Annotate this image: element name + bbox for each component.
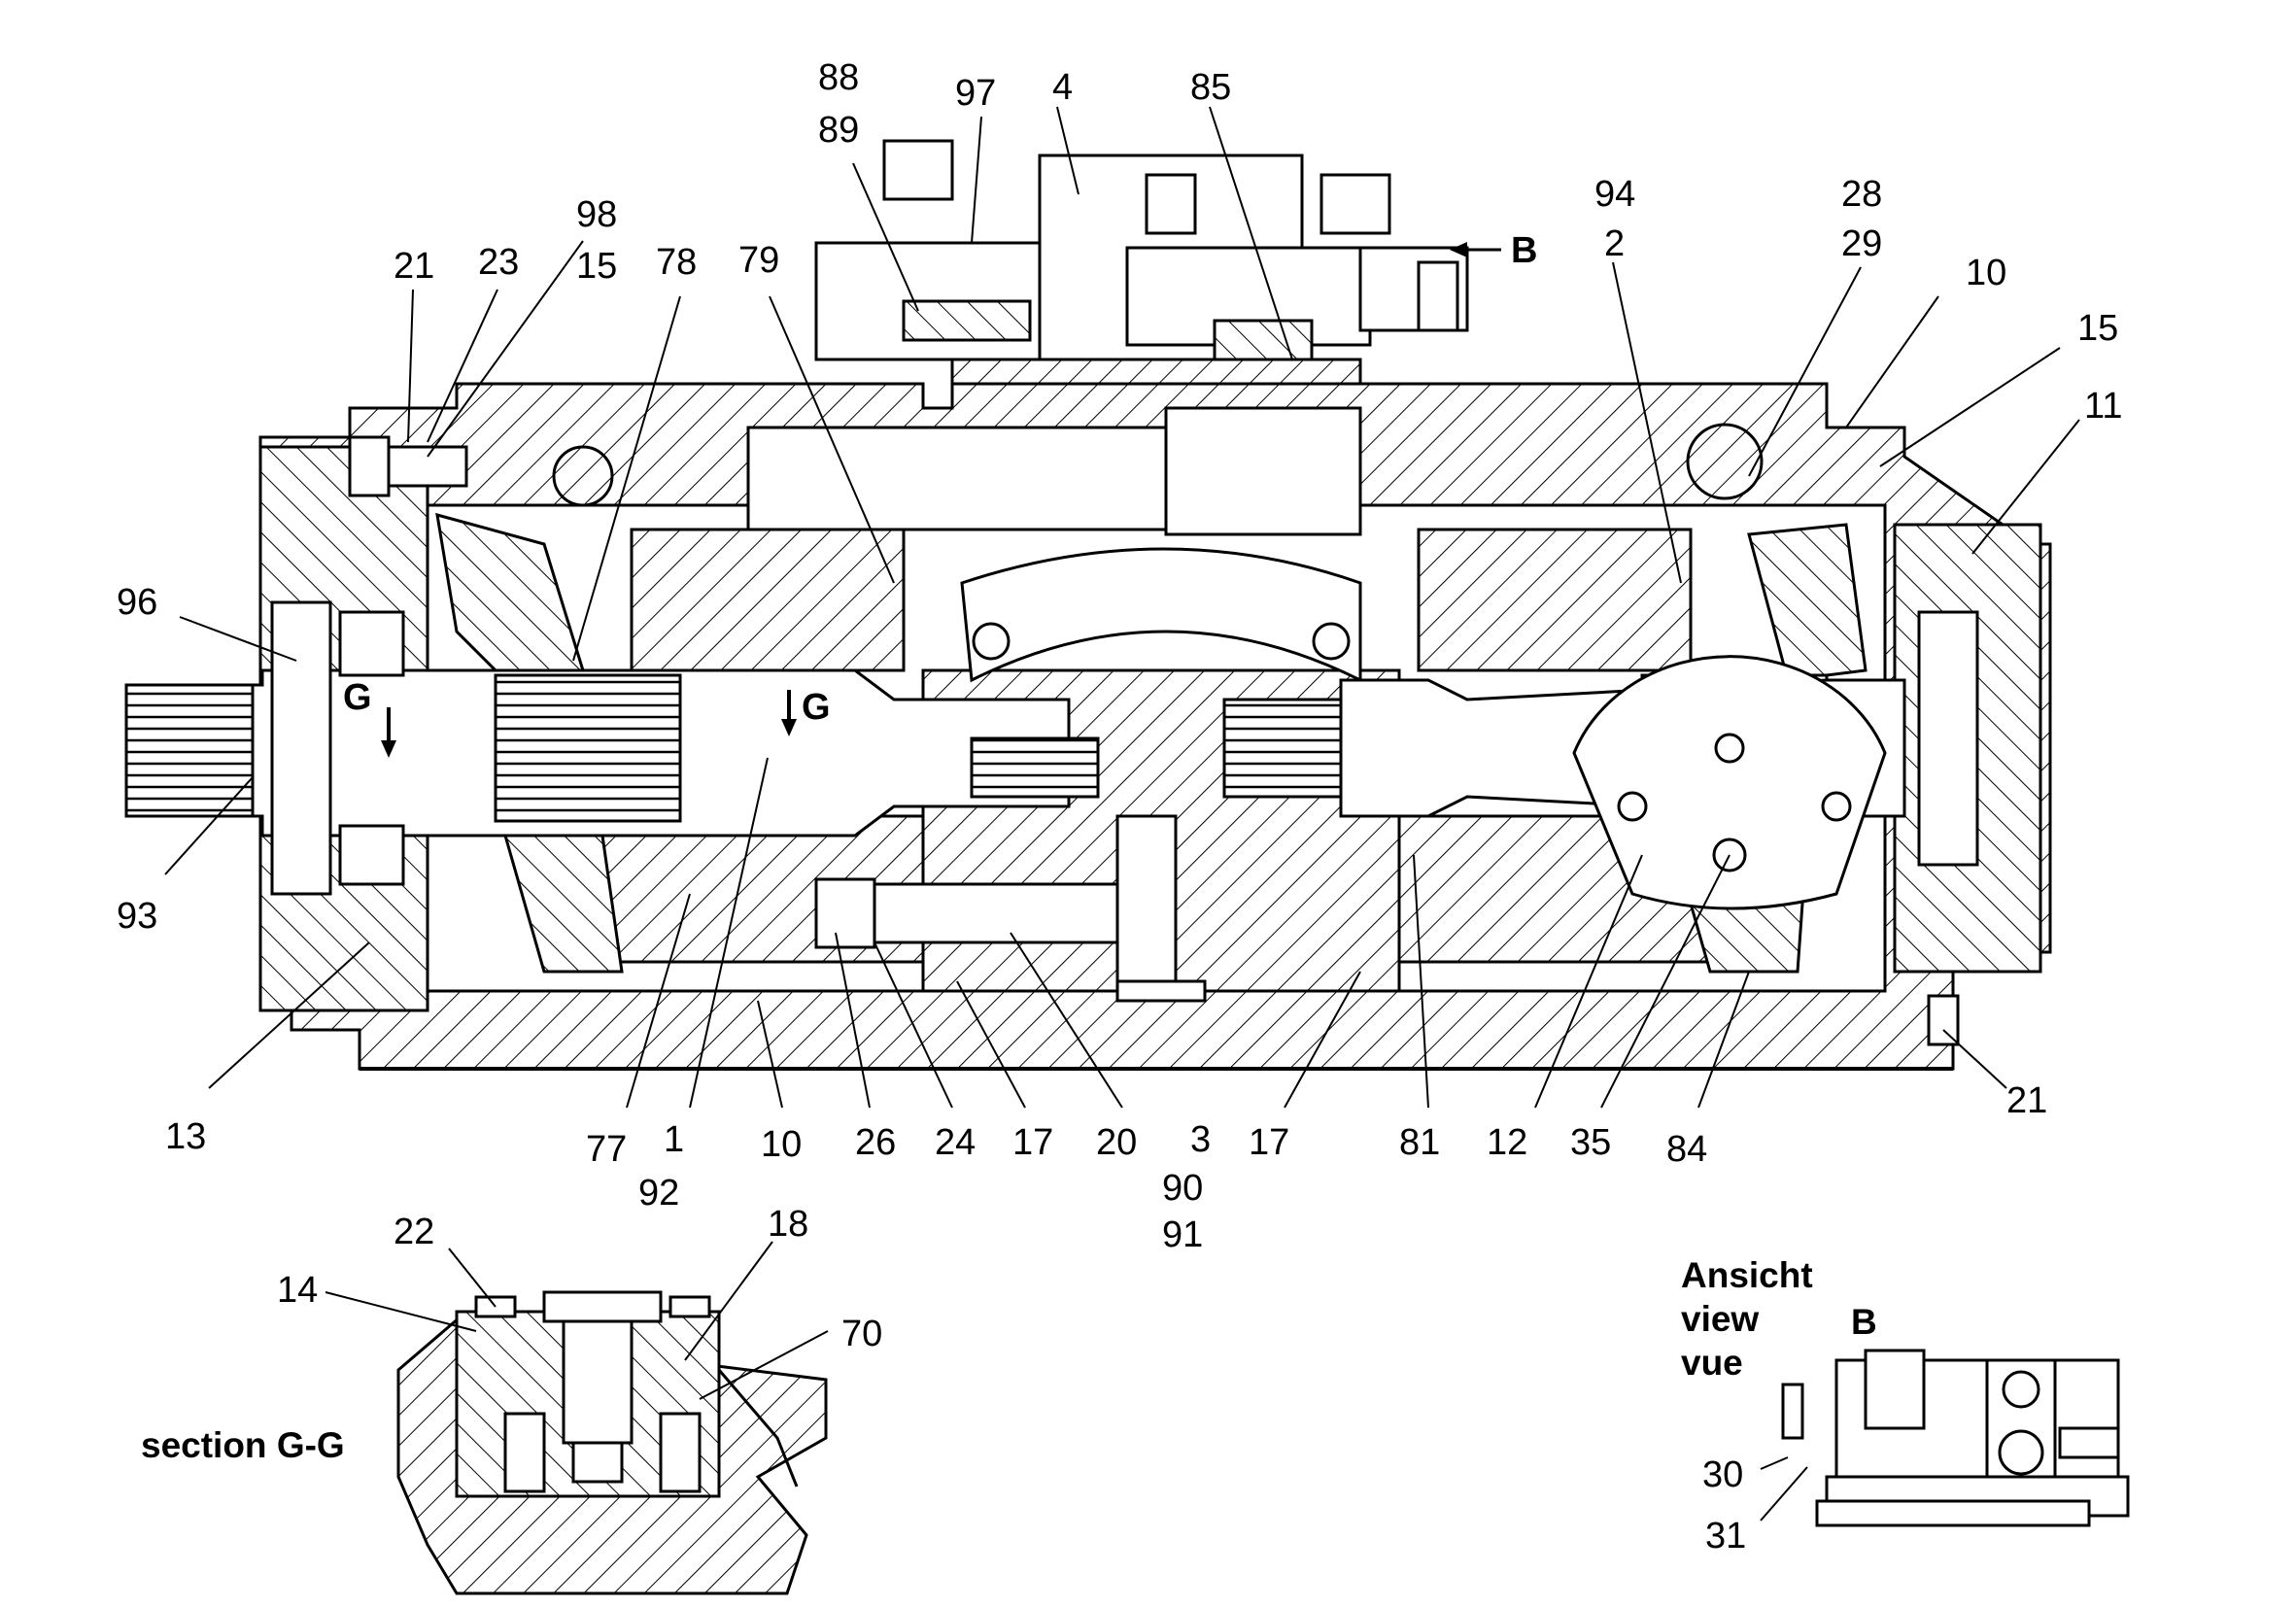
label-17-left: 17 [1012, 1122, 1053, 1163]
label-94: 94 [1594, 174, 1635, 215]
label-11: 11 [2084, 386, 2122, 427]
disc-bolt-3 [1714, 733, 1745, 764]
view-b-line3: vue [1681, 1343, 1743, 1383]
gg-spring-left [503, 1412, 546, 1493]
label-28: 28 [1841, 174, 1882, 215]
label-88: 88 [818, 57, 859, 98]
label-15-top: 15 [576, 246, 617, 287]
label-98: 98 [576, 194, 617, 235]
label-22: 22 [394, 1212, 434, 1252]
label-23: 23 [478, 242, 519, 283]
nut-26 [814, 877, 876, 949]
label-97: 97 [955, 73, 996, 114]
plug-3-foot [1115, 979, 1207, 1003]
shaft-seal-96 [270, 600, 332, 896]
label-17-right: 17 [1249, 1122, 1289, 1163]
swash-plate-right [1747, 523, 1868, 682]
plug-21-right [1927, 994, 1960, 1046]
label-21-top: 21 [394, 246, 434, 287]
arrow-b-label: B [1511, 230, 1537, 271]
label-4: 4 [1052, 67, 1073, 108]
label-1: 1 [664, 1119, 684, 1160]
label-20: 20 [1096, 1122, 1137, 1163]
disc-bolt-4 [1712, 838, 1747, 872]
label-24: 24 [935, 1122, 976, 1163]
plug-3 [1115, 814, 1178, 988]
label-77: 77 [586, 1129, 627, 1170]
label-3: 3 [1190, 1119, 1211, 1160]
servo-pin-left [552, 445, 614, 507]
label-91: 91 [1162, 1214, 1203, 1255]
coupling-spline-left [970, 736, 1100, 799]
yoke-hole-right [1312, 622, 1351, 661]
bearing-left-bottom [338, 824, 405, 886]
center-yoke [960, 547, 1362, 683]
plug-21-left [348, 435, 391, 497]
bolt-20 [834, 882, 1139, 944]
view-b-line1: Ansicht [1681, 1255, 1813, 1295]
label-89: 89 [818, 110, 859, 151]
input-shaft-stub [124, 683, 255, 818]
yoke-hole-left [972, 622, 1011, 661]
label-10-bottom: 10 [761, 1124, 802, 1165]
leader-lines [164, 106, 2080, 1109]
label-81: 81 [1399, 1122, 1440, 1163]
label-35: 35 [1570, 1122, 1611, 1163]
label-29: 29 [1841, 223, 1882, 264]
main-section-view [124, 139, 2052, 1071]
shaft-spline-left [494, 673, 682, 823]
label-10-top: 10 [1966, 253, 2006, 293]
label-84: 84 [1666, 1129, 1707, 1170]
label-21-right: 21 [2006, 1080, 2047, 1121]
screw-23 [387, 445, 468, 488]
cylinder-barrel-left [630, 528, 906, 672]
label-93: 93 [117, 896, 157, 937]
bearing-right [1917, 610, 1979, 867]
section-marker-g-right: G [802, 687, 831, 728]
label-13: 13 [165, 1116, 206, 1157]
label-92: 92 [638, 1173, 679, 1214]
disc-bolt-1 [1617, 791, 1648, 822]
charge-pump-disc [1572, 655, 1887, 910]
part-labels: 88 89 97 4 85 98 15 21 23 78 79 94 2 28 … [117, 57, 2122, 1255]
servo-pin-right [1686, 423, 1764, 500]
servo-piston [1164, 406, 1362, 536]
view-b: Ansicht view vue B 30 31 [1681, 1255, 2130, 1556]
disc-bolt-2 [1821, 791, 1852, 822]
label-26: 26 [855, 1122, 896, 1163]
label-96: 96 [117, 582, 157, 623]
label-85: 85 [1190, 67, 1231, 108]
section-marker-g-left: G [343, 677, 372, 718]
label-15-right: 15 [2077, 308, 2118, 349]
gg-spring-right [659, 1412, 702, 1493]
label-78: 78 [656, 242, 697, 283]
label-14: 14 [277, 1270, 318, 1311]
label-31: 31 [1705, 1516, 1746, 1556]
gg-piston [562, 1315, 634, 1445]
view-b-line2: view [1681, 1299, 1759, 1339]
section-title: section G-G [141, 1425, 345, 1465]
control-valve-assembly [814, 139, 1469, 386]
label-12: 12 [1487, 1122, 1527, 1163]
cylinder-barrel-right [1417, 528, 1693, 672]
label-18: 18 [768, 1204, 808, 1245]
coupling-spline-right [1222, 698, 1343, 799]
bearing-left-top [338, 610, 405, 677]
label-2: 2 [1604, 223, 1625, 264]
label-30: 30 [1702, 1454, 1743, 1495]
label-90: 90 [1162, 1168, 1203, 1209]
label-79: 79 [738, 240, 779, 281]
section-g-g: 22 18 14 70 section G-G [141, 1204, 882, 1595]
label-70: 70 [841, 1314, 882, 1354]
view-b-letter: B [1851, 1302, 1877, 1342]
